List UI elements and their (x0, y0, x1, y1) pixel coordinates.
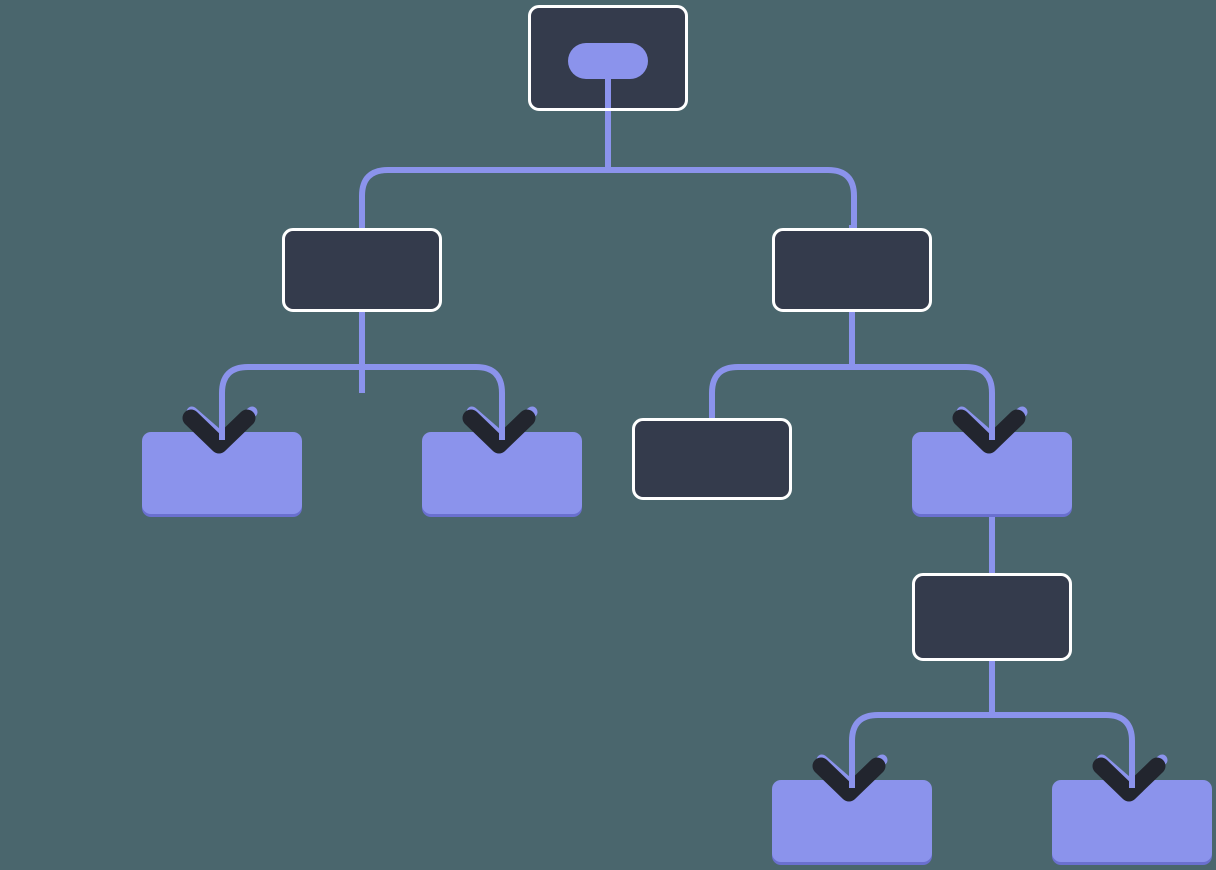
node-n9[interactable] (1052, 780, 1212, 862)
node-n0[interactable] (528, 5, 688, 111)
node-n7[interactable] (912, 573, 1072, 661)
edge-path (359, 167, 857, 228)
root-stem-icon (605, 72, 611, 108)
node-n5[interactable] (632, 418, 792, 500)
node-n4[interactable] (422, 432, 582, 514)
node-n1[interactable] (282, 228, 442, 312)
node-n3[interactable] (142, 432, 302, 514)
node-n8[interactable] (772, 780, 932, 862)
node-n2[interactable] (772, 228, 932, 312)
node-n6[interactable] (912, 432, 1072, 514)
